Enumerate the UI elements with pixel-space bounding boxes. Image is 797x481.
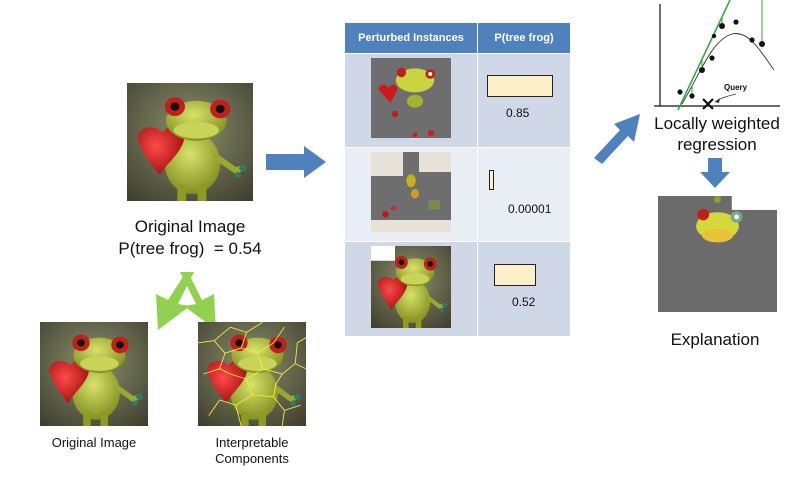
table-header-probability: P(tree frog) [478, 23, 570, 53]
bottom-original-image [40, 322, 148, 426]
probability-value-3: 0.52 [512, 295, 536, 309]
bottom-original-label: Original Image [51, 435, 137, 450]
perturbed-image-3 [371, 246, 451, 328]
perturbed-image-1 [371, 58, 451, 138]
original-probability: P(tree frog) = 0.54 [118, 239, 262, 258]
data-point [719, 23, 725, 29]
data-point [677, 89, 683, 95]
probability-value-1: 0.85 [506, 106, 530, 120]
data-point [709, 55, 715, 61]
data-point [733, 19, 739, 25]
probability-bar-3 [494, 264, 536, 286]
explanation-label: Explanation [670, 330, 760, 349]
table-row: 0.52 [345, 242, 570, 336]
interpretable-components-image [198, 322, 306, 426]
original-image-title: Original Image [134, 217, 246, 236]
arrow-to-regression-icon [594, 114, 640, 164]
explanation-image [658, 196, 777, 312]
perturbed-instances-table: Perturbed Instances P(tree frog) 0.85 [345, 23, 570, 336]
arrow-to-explanation-icon [700, 158, 730, 188]
arrow-to-table-icon [266, 146, 326, 178]
data-point [711, 33, 717, 39]
original-image [127, 83, 253, 201]
perturbed-image-2 [371, 152, 451, 232]
query-label: Query [724, 83, 748, 92]
data-point [689, 93, 695, 99]
table-header-instances: Perturbed Instances [345, 23, 477, 53]
probability-value-2: 0.00001 [508, 202, 552, 216]
probability-bar-2 [489, 170, 494, 190]
green-split-arrows [156, 272, 216, 330]
regression-label: Locally weighted regression [654, 114, 780, 154]
data-point [699, 67, 705, 73]
query-marker-icon [702, 98, 714, 110]
probability-bar-1 [487, 75, 553, 97]
interpretable-components-label: Interpretable Components [215, 435, 289, 466]
data-point [749, 37, 755, 43]
data-point [759, 41, 765, 47]
table-row: 0.00001 [345, 148, 570, 241]
table-row: 0.85 [345, 54, 570, 147]
regression-plot: Query [654, 0, 780, 111]
